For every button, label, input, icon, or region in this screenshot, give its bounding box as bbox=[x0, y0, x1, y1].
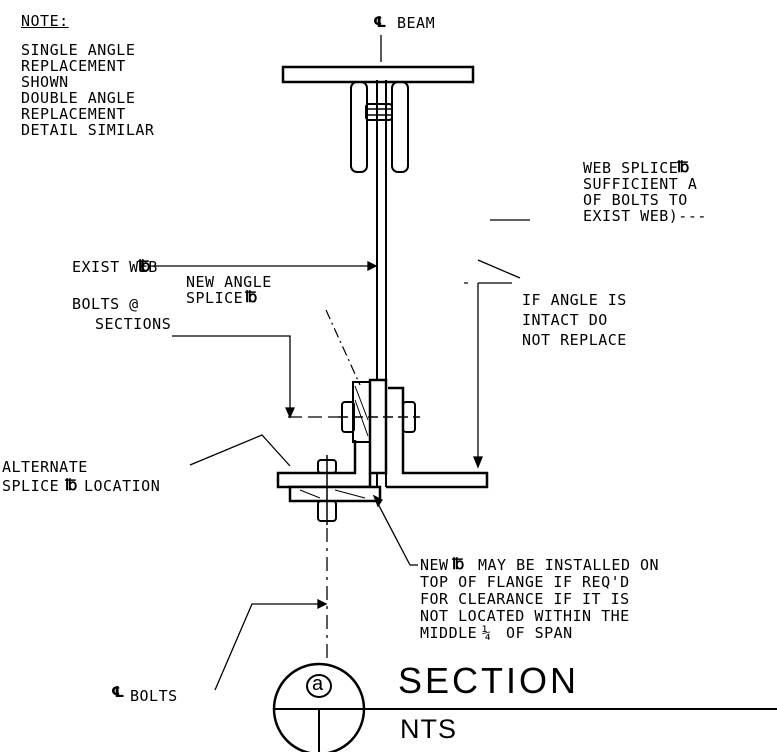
web-splice-line: OF BOLTS TO bbox=[583, 191, 688, 209]
note-line: DOUBLE ANGLE bbox=[21, 89, 136, 107]
section-marker: a bbox=[312, 673, 324, 695]
fraction-quarter: ¼ bbox=[482, 624, 492, 642]
new-plate-line: OF SPAN bbox=[506, 624, 573, 642]
top-flange bbox=[281, 65, 475, 84]
location-label: LOCATION bbox=[84, 477, 161, 495]
bottom-angle bbox=[276, 440, 372, 489]
plate-symbol: ℔ bbox=[677, 158, 690, 176]
note-line: SHOWN bbox=[21, 73, 69, 91]
plate-symbol: ℔ bbox=[452, 555, 465, 573]
bolts-at-label: BOLTS @ bbox=[72, 295, 139, 313]
note-line: REPLACEMENT bbox=[21, 57, 126, 75]
note-line: SINGLE ANGLE bbox=[21, 41, 136, 59]
scale-label: NTS bbox=[400, 714, 457, 744]
new-angle-label: NEW ANGLE bbox=[186, 273, 272, 291]
web-splice-note: WEB SPLICE SUFFICIENT A OF BOLTS TO EXIS… bbox=[583, 160, 707, 224]
centerline-symbols: ℄ ℄ bbox=[111, 13, 386, 701]
plate-symbol: ℔ bbox=[245, 288, 258, 306]
new-plate-line: NOT LOCATED WITHIN THE bbox=[420, 607, 630, 625]
if-angle-note: IF ANGLE IS INTACT DO NOT REPLACE bbox=[522, 292, 627, 348]
web-splice-line: EXIST WEB)--- bbox=[583, 207, 707, 225]
sections-label: SECTIONS bbox=[95, 315, 172, 333]
note-lines: SINGLE ANGLE REPLACEMENT SHOWN DOUBLE AN… bbox=[21, 42, 154, 138]
splice-label: SPLICE bbox=[2, 477, 60, 495]
svg-text:℄: ℄ bbox=[111, 683, 124, 701]
top-angle-left bbox=[350, 81, 368, 173]
plate-symbol: ℔ bbox=[138, 257, 151, 275]
top-bolt-head bbox=[365, 103, 393, 121]
note-heading: NOTE: bbox=[21, 12, 69, 30]
if-angle-line: NOT REPLACE bbox=[522, 331, 627, 349]
section-title: SECTION bbox=[398, 660, 580, 701]
bolts-centerline-label: BOLTS bbox=[130, 687, 178, 705]
top-angle-right bbox=[391, 81, 409, 173]
note-line: REPLACEMENT bbox=[21, 105, 126, 123]
if-angle-line: IF ANGLE IS bbox=[522, 291, 627, 309]
web-splice-line: SUFFICIENT A bbox=[583, 175, 698, 193]
plate-symbol: ℔ bbox=[65, 476, 78, 494]
new-plate-line: MIDDLE bbox=[420, 624, 478, 642]
exist-web-label: EXIST WEB bbox=[72, 258, 158, 276]
right-angle bbox=[386, 386, 489, 489]
note-line: DETAIL SIMILAR bbox=[21, 121, 155, 139]
new-flange-plate bbox=[288, 485, 382, 503]
beam-centerline-label: BEAM bbox=[397, 14, 436, 32]
new-plate-line: MAY BE INSTALLED ON bbox=[478, 556, 660, 574]
svg-text:℄: ℄ bbox=[373, 13, 386, 31]
new-plate-label: NEW bbox=[420, 556, 449, 574]
new-plate-line: TOP OF FLANGE IF REQ'D bbox=[420, 573, 630, 591]
new-angle-label-2: SPLICE bbox=[186, 289, 244, 307]
new-angle-splice bbox=[368, 378, 388, 475]
alternate-label: ALTERNATE bbox=[2, 458, 88, 476]
web-splice-line: WEB SPLICE bbox=[583, 159, 679, 177]
if-angle-line: INTACT DO bbox=[522, 311, 608, 329]
splice-plate bbox=[352, 381, 371, 443]
new-plate-line: FOR CLEARANCE IF IT IS bbox=[420, 590, 630, 608]
